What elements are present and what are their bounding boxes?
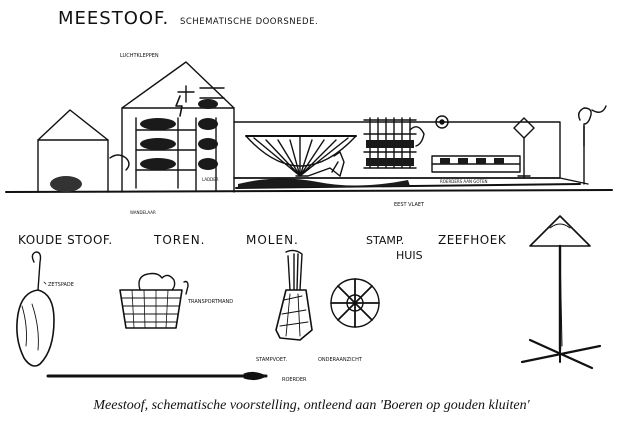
toren-building <box>121 61 235 193</box>
label-roerder-vat: ROERDERS AAN GOTEN <box>440 179 488 184</box>
label-toren: TOREN. <box>153 233 206 247</box>
label-ladder: LADDER <box>202 177 219 182</box>
title-text: MEESTOOF. <box>58 8 169 29</box>
label-eestvlaet: EEST VLAET <box>394 202 425 208</box>
zetspade-tool <box>16 251 55 367</box>
label-roerder: ROERDER <box>282 377 307 383</box>
label-stamphuis-1: STAMP. <box>366 234 404 247</box>
label-wandelaar: WANDELAAR <box>130 210 156 215</box>
koude-stoof-building <box>37 109 130 193</box>
label-zetspade: ZETSPADE <box>48 282 74 288</box>
stamphuis-stamps <box>363 117 425 169</box>
label-stampvoet: STAMPVOET. <box>256 357 287 363</box>
ground-line <box>5 189 613 193</box>
label-molen: MOLEN. <box>246 233 299 247</box>
figure-caption: Meestoof, schematische voorstelling, ont… <box>93 398 530 413</box>
stampvoet-tool <box>275 249 313 341</box>
label-stamphuis-2: HUIS <box>396 249 423 262</box>
gallery-signpost <box>513 117 535 179</box>
right-tree <box>577 105 607 185</box>
transportmand-basket <box>119 272 189 329</box>
zeefhoek-troughs <box>431 115 521 173</box>
label-luchtkleppen: LUCHTKLEPPEN <box>120 53 159 59</box>
zeefhoek-stand <box>520 215 602 370</box>
subtitle-text: SCHEMATISCHE DOORSNEDE. <box>180 17 318 27</box>
roerder-stick <box>46 371 268 381</box>
label-onderaanzicht: ONDERAANZICHT <box>318 357 363 363</box>
label-zeefhoek: ZEEFHOEK <box>438 233 507 247</box>
onderaanzicht-star <box>330 278 380 328</box>
gallery-building <box>233 121 589 189</box>
molen-wheel <box>245 135 357 177</box>
leader-line-zetspade <box>43 281 47 285</box>
label-koude-stoof: KOUDE STOOF. <box>18 233 113 247</box>
label-transportmand: TRANSPORTMAND <box>187 299 233 305</box>
